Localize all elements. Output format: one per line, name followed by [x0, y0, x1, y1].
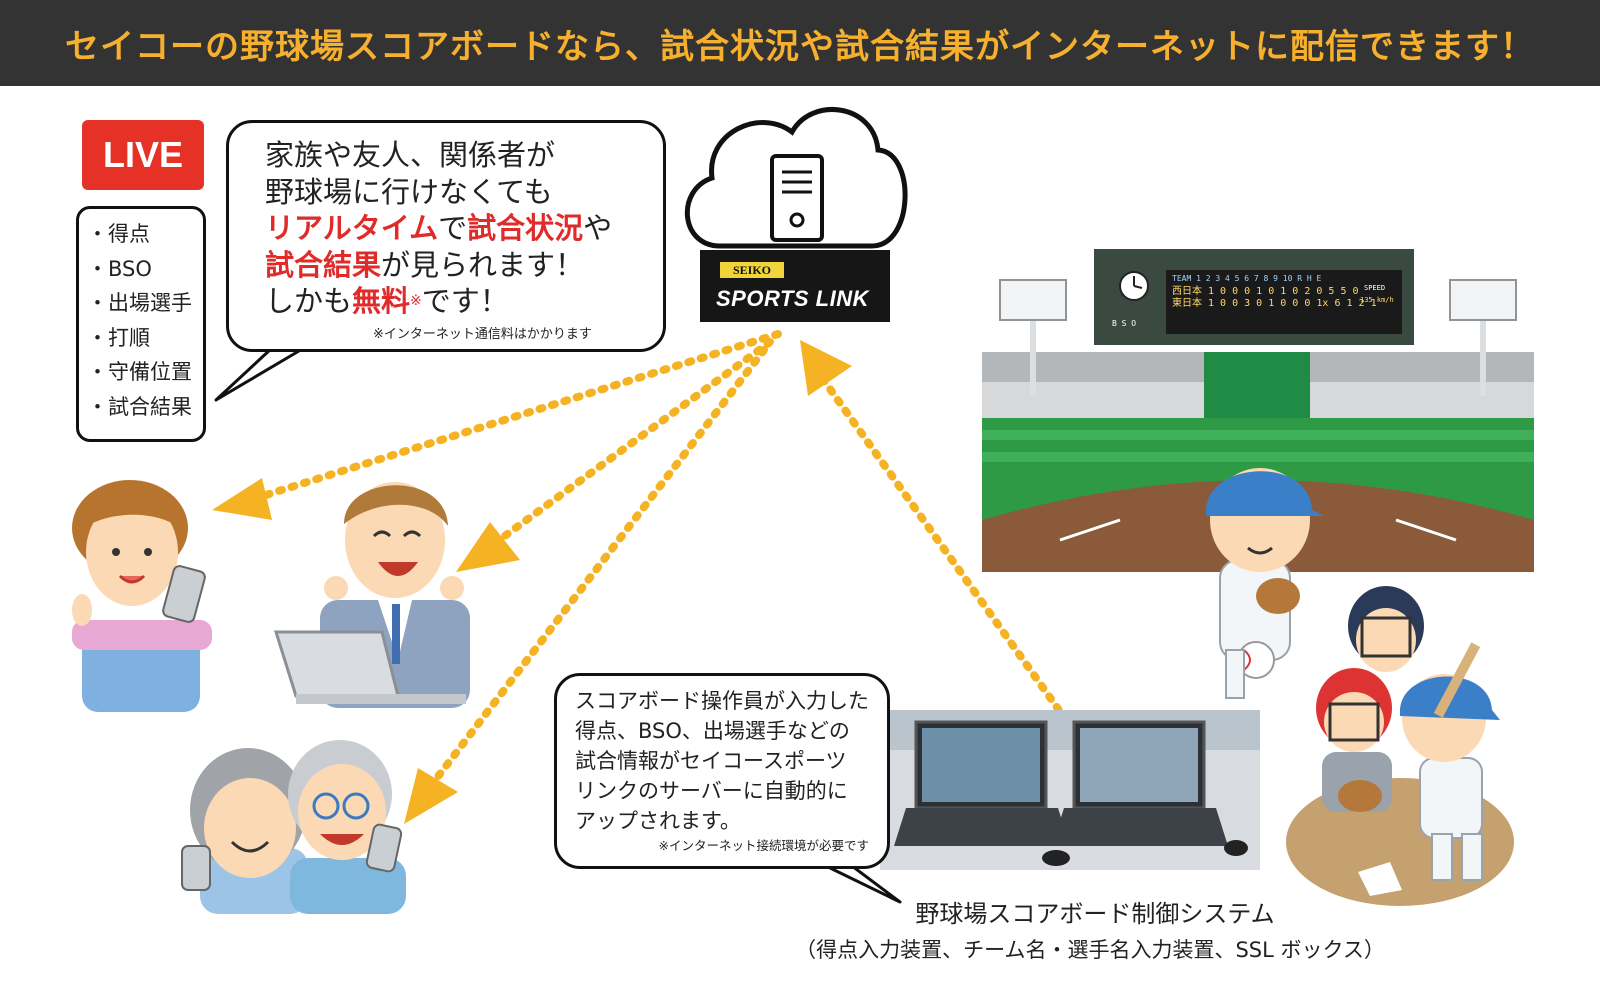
control-system-photo: [880, 710, 1260, 870]
floodlight-icon: [999, 279, 1067, 396]
bubble-footnote: ※インターネット通信料はかかります: [373, 327, 592, 342]
highlight-free: 無料: [352, 284, 411, 318]
smartphone-icon: [162, 565, 206, 623]
system-subtitle: （得点入力装置、チーム名・選手名入力装置、SSL ボックス）: [795, 938, 1385, 962]
list-item: ・出場選手: [87, 291, 192, 315]
highlight-game-result: 試合結果: [265, 247, 382, 282]
arrowhead-server: [800, 340, 852, 396]
bubble-line: しかも無料※です！: [265, 283, 663, 320]
footnote-mark: ※: [410, 293, 422, 309]
laptop-icon: [273, 630, 466, 704]
sports-link-server-box: SEIKO SPORTS LINK: [700, 250, 890, 322]
bubble-line: 試合結果が見られます！: [265, 247, 663, 284]
smartphone-icon: [365, 823, 403, 873]
bubble-text: で: [438, 211, 468, 245]
scoreboard-row-2: 東日本 1 0 0 3 0 1 0 0 0 1x 6 1 2 1: [1172, 296, 1377, 309]
scoreboard-row-1: 西日本 1 0 0 0 1 0 1 0 2 0 5 5 0: [1172, 284, 1359, 297]
smartphone-icon: [181, 845, 211, 891]
bubble-line: 得点、BSO、出場選手などの: [575, 719, 850, 743]
bubble-line: リアルタイムで試合状況や: [265, 210, 663, 247]
bubble-line: スコアボード操作員が入力した: [575, 689, 869, 713]
highlight-game-status: 試合状況: [467, 211, 584, 245]
arrow-to-woman: [246, 330, 782, 504]
scoreboard-icon: [1094, 249, 1414, 345]
header-banner: セイコーの野球場スコアボードなら、試合状況や試合結果がインターネットに配信できま…: [0, 0, 1600, 86]
bubble-text: です！: [421, 284, 509, 318]
highlight-realtime: リアルタイム: [265, 211, 439, 245]
feature-list: ・得点 ・BSO ・出場選手 ・打順 ・守備位置 ・試合結果: [76, 206, 206, 442]
arrow-from-system: [811, 364, 1070, 724]
arrowhead-elderly: [404, 768, 458, 824]
list-item: ・得点: [87, 222, 150, 246]
speed-label: SPEED: [1364, 284, 1385, 292]
seiko-logo: SEIKO: [720, 262, 784, 278]
bubble-line: 野球場に行けなくても: [265, 174, 553, 209]
server-icon: [770, 154, 824, 242]
floodlight-icon: [1449, 279, 1517, 396]
arrow-to-elderly: [416, 346, 768, 804]
system-title: 野球場スコアボード制御システム: [915, 900, 1275, 928]
bubble-text: が見られます！: [381, 247, 585, 282]
sports-link-logo: SPORTS LINK: [716, 286, 870, 311]
bubble-text: や: [583, 211, 613, 245]
list-item: ・BSO: [87, 256, 152, 281]
bubble-line: アップされます。: [575, 809, 741, 833]
arrowhead-woman: [212, 478, 272, 520]
bubble-line: リンクのサーバーに自動的に: [575, 779, 848, 803]
woman-with-phone-illustration: [72, 480, 212, 712]
data-flow-arrows: [246, 330, 1070, 804]
operator-speech-bubble: スコアボード操作員が入力した 得点、BSO、出場選手などの 試合情報がセイコース…: [554, 673, 890, 869]
page-title: セイコーの野球場スコアボードなら、試合状況や試合結果がインターネットに配信できま…: [65, 26, 1535, 67]
bubble-footnote: ※インターネット接続環境が必要です: [658, 838, 869, 853]
main-speech-bubble: 家族や友人、関係者が 野球場に行けなくても リアルタイムで試合状況や 試合結果が…: [226, 120, 666, 352]
arrowhead-businessman: [456, 522, 520, 572]
scoreboard-header: TEAM 1 2 3 4 5 6 7 8 9 10 R H E: [1172, 274, 1321, 283]
live-badge: LIVE: [82, 120, 204, 190]
businessman-with-laptop-illustration: [273, 482, 470, 708]
bubble-line: 試合情報がセイコースポーツ: [575, 749, 847, 773]
speed-value: 135 km/h: [1360, 296, 1394, 304]
bubble-line: 家族や友人、関係者が: [265, 138, 556, 172]
bubble-text: しかも: [265, 284, 353, 318]
list-item: ・守備位置: [87, 360, 192, 384]
elderly-couple-illustration: [181, 740, 406, 914]
baseball-players-illustration: [1206, 468, 1514, 906]
bso-indicator: B S O: [1112, 319, 1136, 328]
arrow-to-businessman: [476, 338, 774, 558]
list-item: ・試合結果: [87, 394, 192, 419]
list-item: ・打順: [87, 325, 150, 350]
